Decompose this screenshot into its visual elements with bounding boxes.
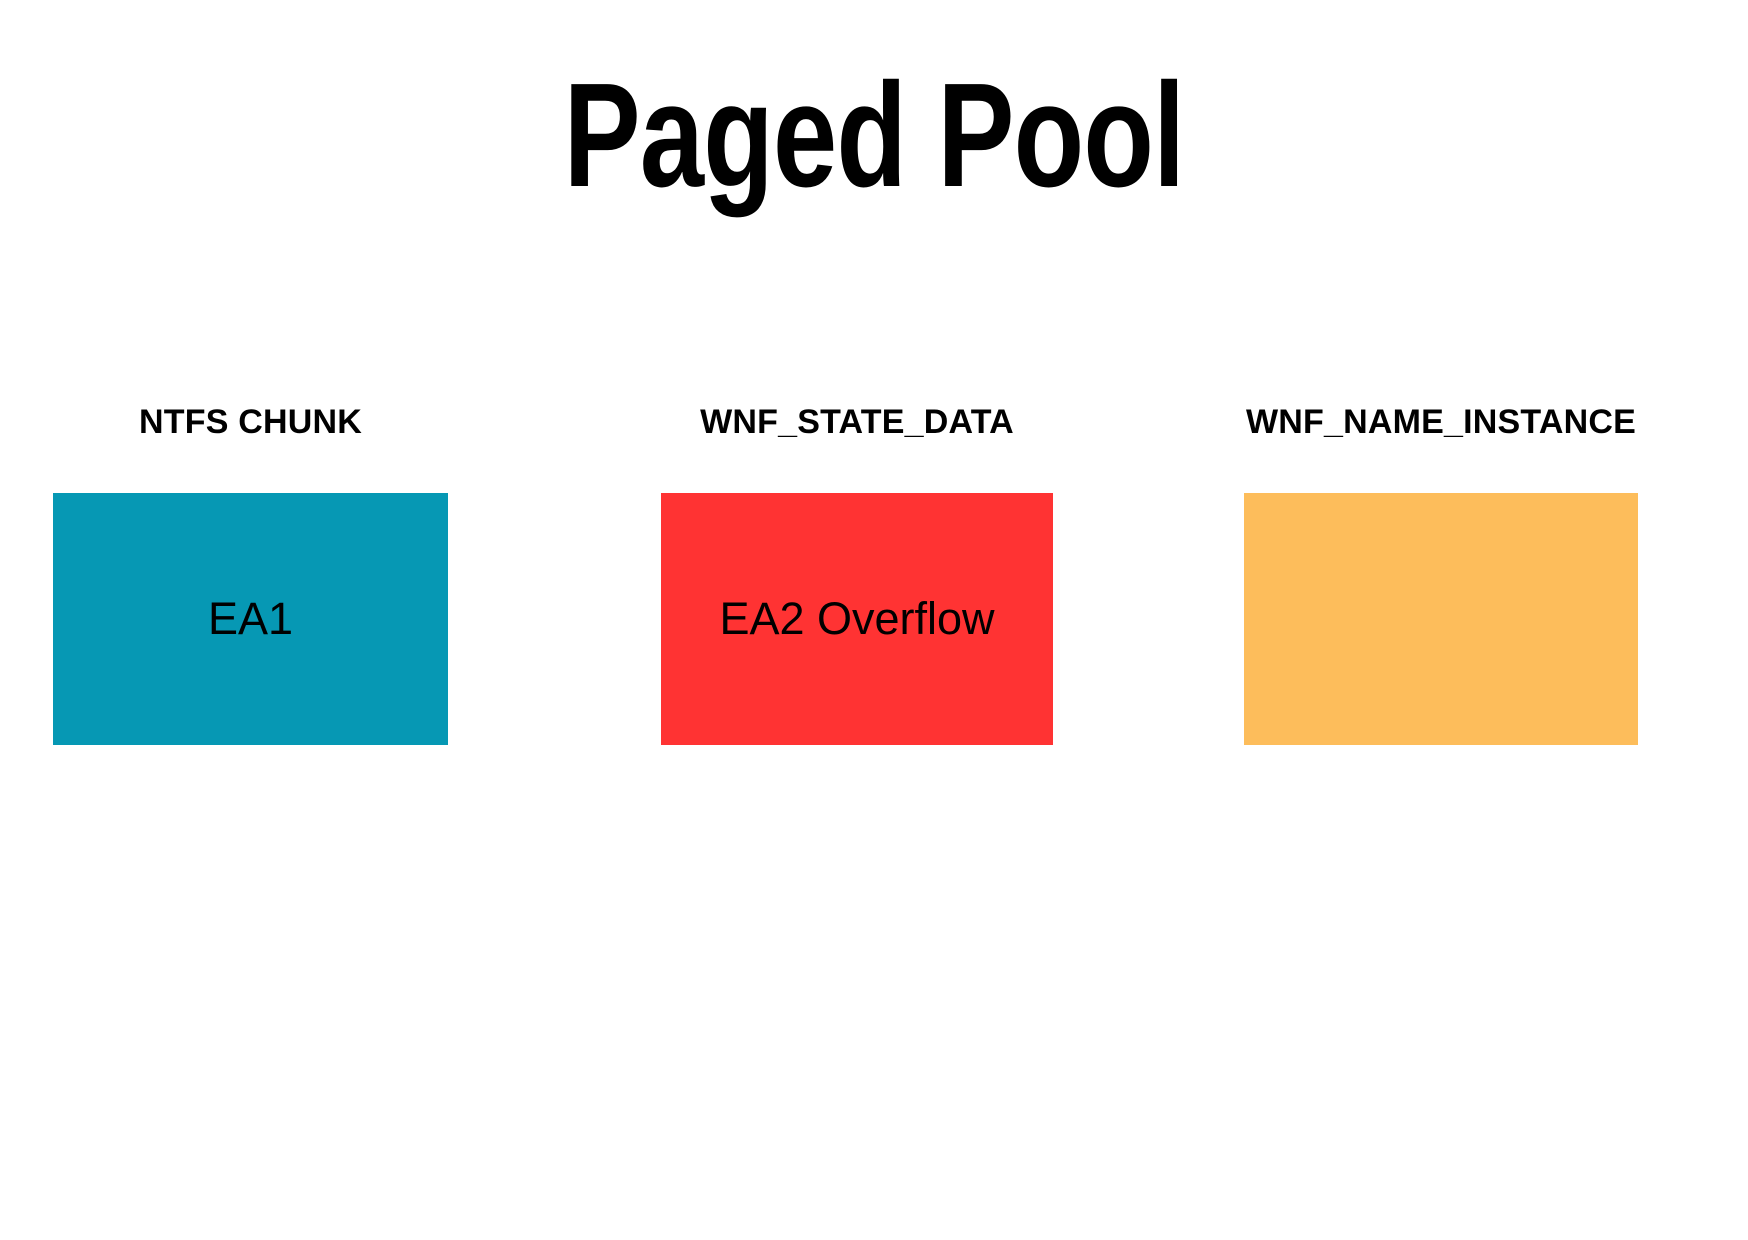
memory-block-wnf-state-data[interactable]: EA2 Overflow [661, 493, 1053, 745]
block-label-wnf-name-instance: WNF_NAME_INSTANCE [1245, 403, 1636, 441]
block-text-wnf-state-data: EA2 Overflow [719, 593, 995, 645]
block-label-wnf-state-data: WNF_STATE_DATA [700, 403, 1014, 441]
block-label-ntfs-chunk: NTFS CHUNK [139, 403, 362, 441]
block-text-ntfs-chunk: EA1 [207, 593, 294, 645]
memory-block-wnf-name-instance[interactable] [1244, 493, 1638, 745]
memory-block-ntfs-chunk[interactable]: EA1 [53, 493, 448, 745]
page-title: Paged Pool [563, 53, 1186, 218]
